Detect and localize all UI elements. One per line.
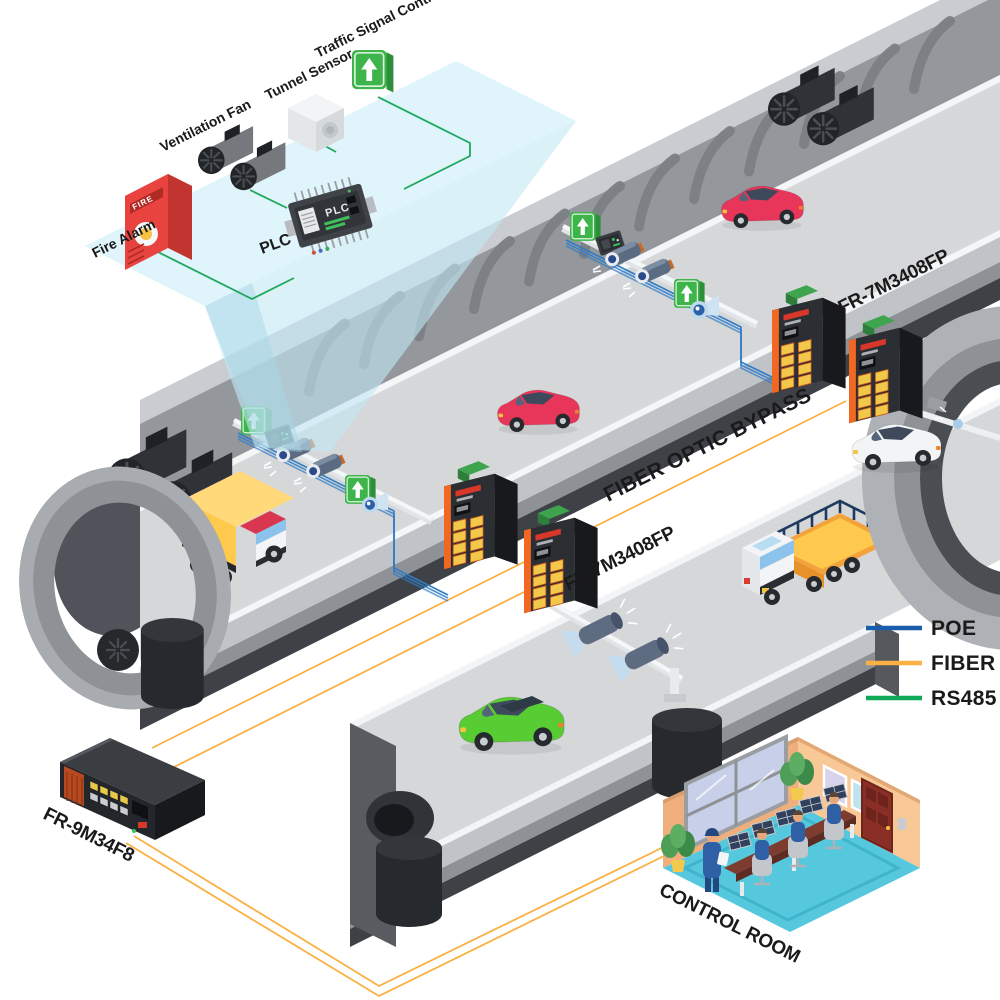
operator-seated [752,792,844,886]
room-floor [663,805,920,932]
legend: POE FIBER RS485 [866,617,997,710]
portal-pier [141,618,204,709]
core-rack-switch [60,738,205,840]
desk-monitors [726,783,848,851]
fiber-line-core-a [151,400,847,749]
tunnel-sensor-label: Tunnel Sensor [262,45,356,103]
tunnel-portal-left [19,466,231,710]
road-pier-1 [376,836,442,927]
gantry-c [541,590,686,702]
green-car-sunroof [500,696,544,712]
supervisor-standing [703,828,730,892]
callout-beam [205,121,576,452]
room-window-left [684,733,788,853]
legend-rs485-label: RS485 [931,687,997,710]
south-road [350,306,1000,947]
tunnel-sensor-device [288,94,344,152]
fire-alarm-device: FIRE [125,174,192,270]
gantry-jet-fan [607,623,684,684]
room-plant [661,824,695,872]
room-door [861,777,893,854]
fiber-line-control-a [133,835,679,988]
legend-poe-label: POE [931,617,976,640]
room-plaque [898,818,906,830]
stake-truck [742,499,896,605]
rs485-wires [149,96,471,301]
portal-fan-icon [97,629,139,671]
callout-beam-streak [205,283,302,452]
plc-callout: FIRE PLC Fire Alarm Ventilation Fan Tunn… [85,0,576,452]
gantry-jet-fan [561,598,638,659]
traffic-signal-device [351,49,395,94]
fiber-line-control-b [125,842,669,998]
fiber-line-core-b [171,573,561,769]
callout-screen [85,61,576,306]
duct-opening [374,804,414,836]
gantry-a [561,211,777,386]
room-plant [780,752,814,800]
poe-cable-a [565,239,777,386]
road-cut-face-right [875,622,899,697]
white-car [851,423,942,474]
control-room [661,733,920,932]
legend-fiber-label: FIBER [931,652,996,675]
plc-device: PLC [284,176,378,255]
